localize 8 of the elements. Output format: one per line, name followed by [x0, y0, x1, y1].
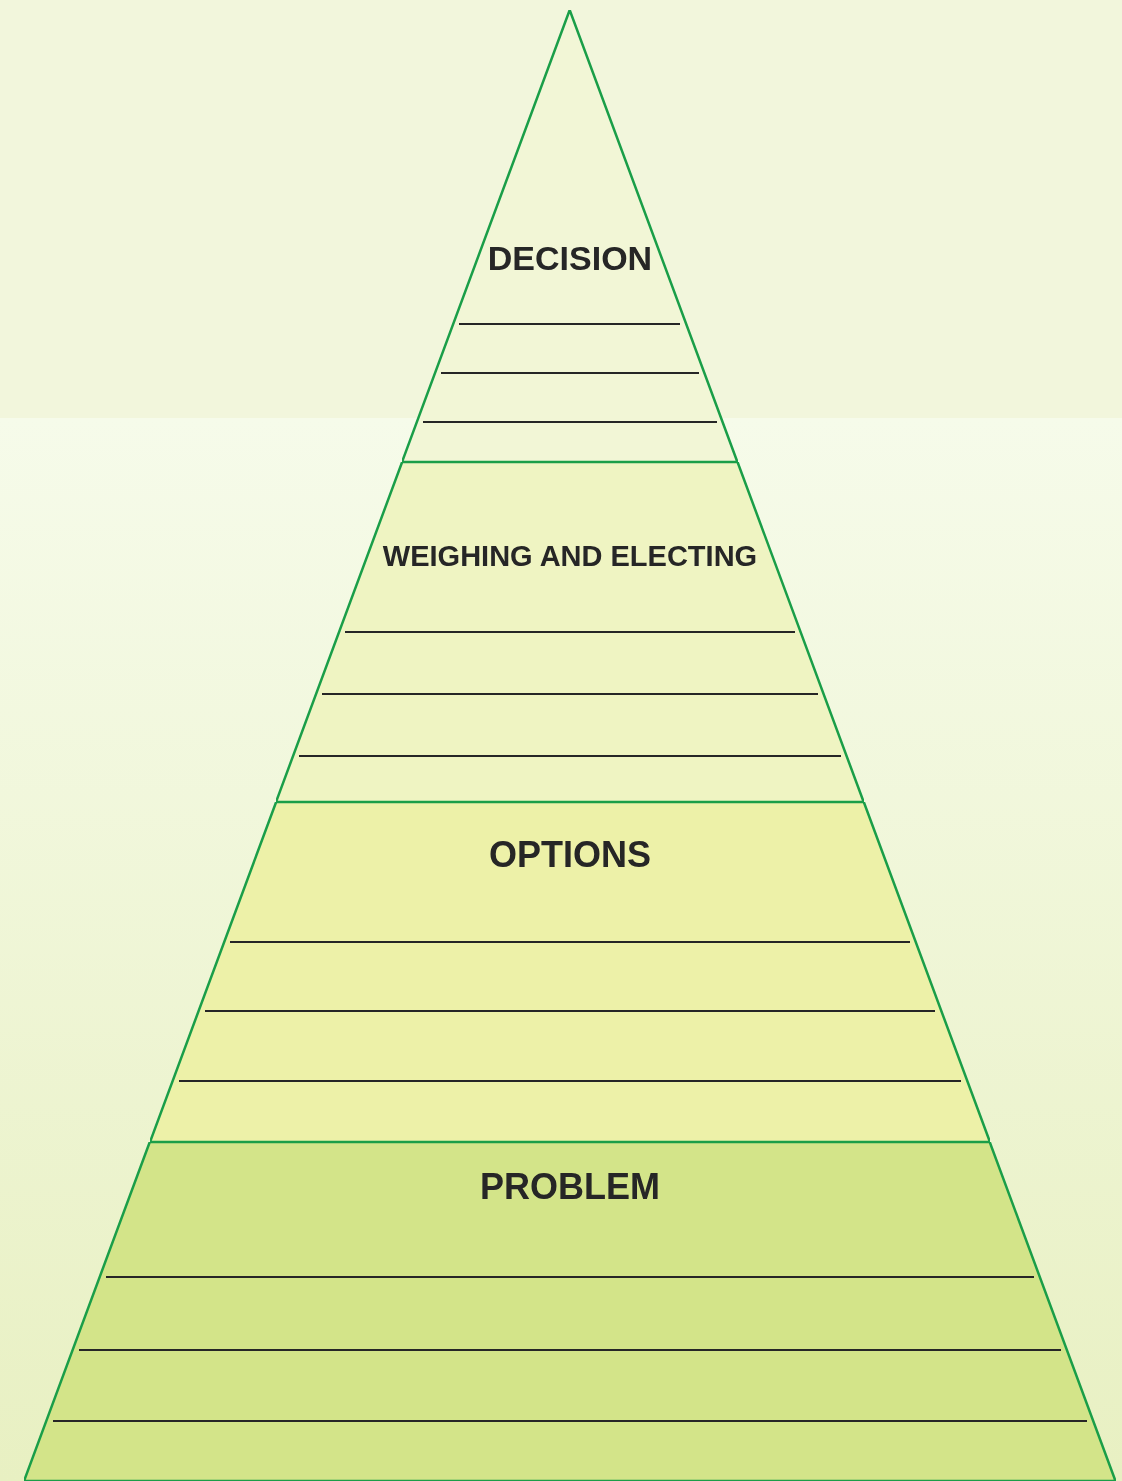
pyramid-apex [402, 10, 738, 462]
tier-title: OPTIONS [488, 837, 651, 873]
pyramid-tier [150, 802, 990, 1142]
tier-title: WEIGHING AND ELECTING [382, 541, 758, 571]
tier-title: DECISION [487, 241, 653, 275]
pyramid-tier [24, 1142, 1116, 1481]
tier-title: PROBLEM [480, 1169, 660, 1205]
pyramid-tier [276, 462, 864, 802]
